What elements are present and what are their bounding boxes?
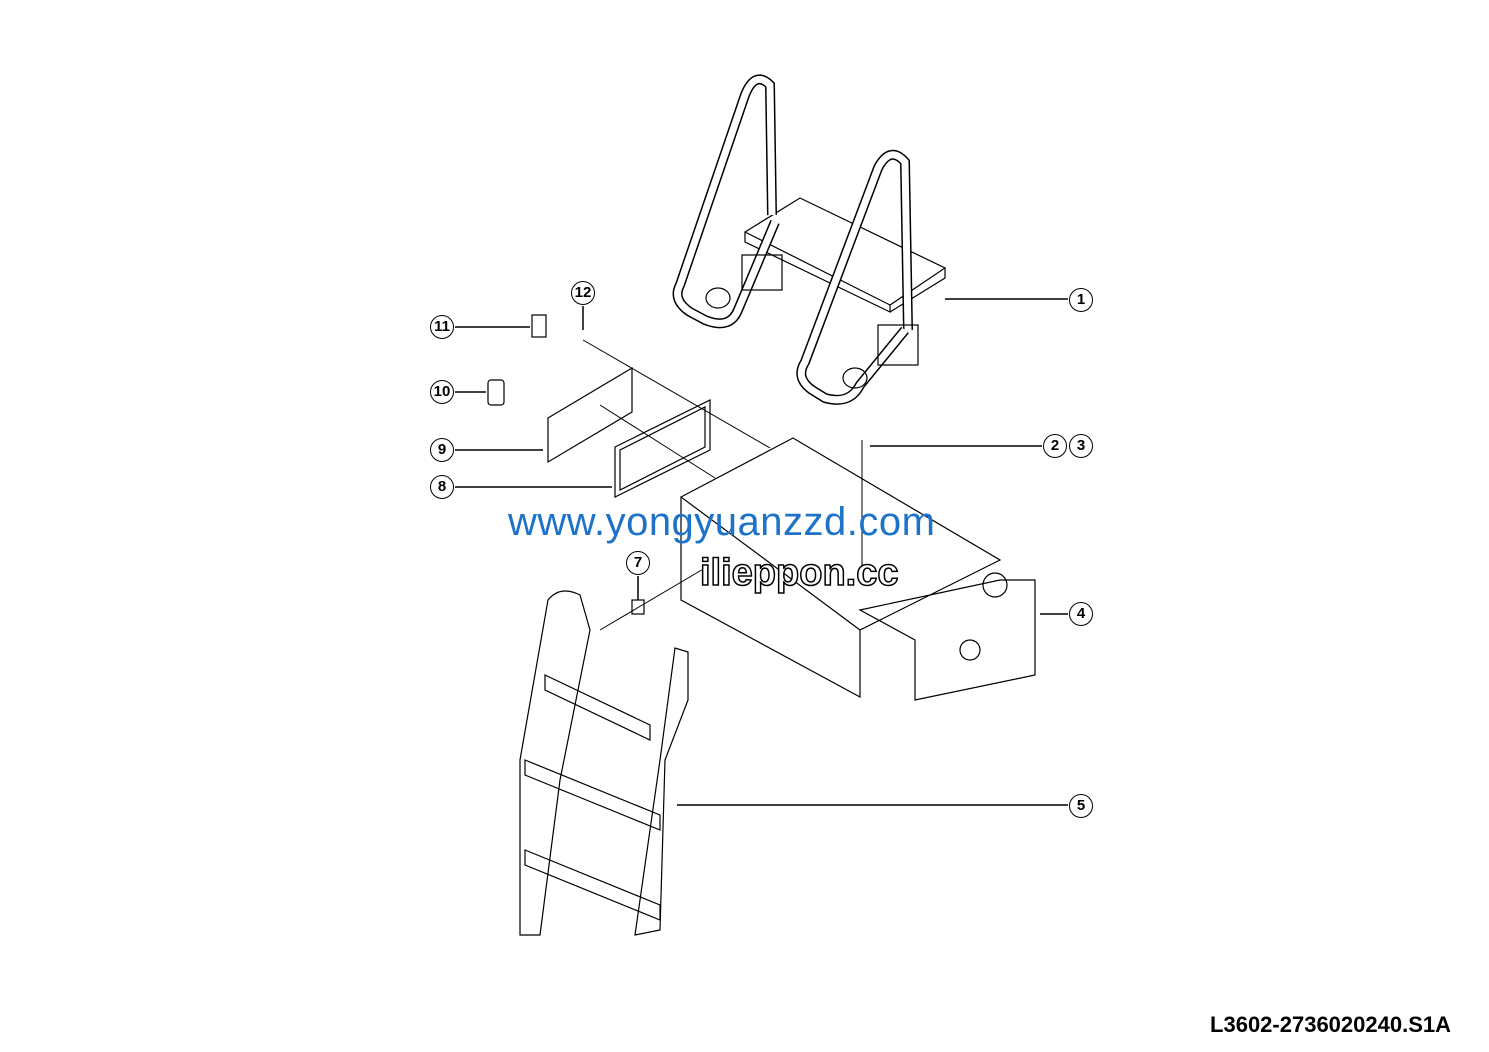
- watermark-url: www.yongyuanzzd.com: [508, 500, 936, 544]
- ladder: [519, 590, 689, 936]
- callout-leaders: [455, 298, 1068, 806]
- gasket: [614, 399, 711, 498]
- callout-4: 4: [1069, 602, 1093, 626]
- callout-11: 11: [430, 315, 454, 339]
- callout-9: 9: [430, 438, 454, 462]
- callout-12: 12: [571, 281, 595, 305]
- cover-plate: [547, 366, 633, 464]
- callout-8: 8: [430, 475, 454, 499]
- callout-10: 10: [430, 380, 454, 404]
- leader-lines: [582, 339, 863, 631]
- hinge: [531, 314, 547, 338]
- callout-1: 1: [1069, 288, 1093, 312]
- storage-box: [679, 437, 1036, 701]
- watermark-logo: ilieppon.cc: [699, 551, 899, 595]
- handrail-platform-assembly: [672, 74, 947, 405]
- drawing-number: L3602-2736020240.S1A: [1210, 1012, 1451, 1037]
- callout-3: 3: [1069, 434, 1093, 458]
- callout-7: 7: [626, 551, 650, 575]
- latch: [487, 379, 505, 406]
- callout-5: 5: [1069, 794, 1093, 818]
- callout-2: 2: [1043, 434, 1067, 458]
